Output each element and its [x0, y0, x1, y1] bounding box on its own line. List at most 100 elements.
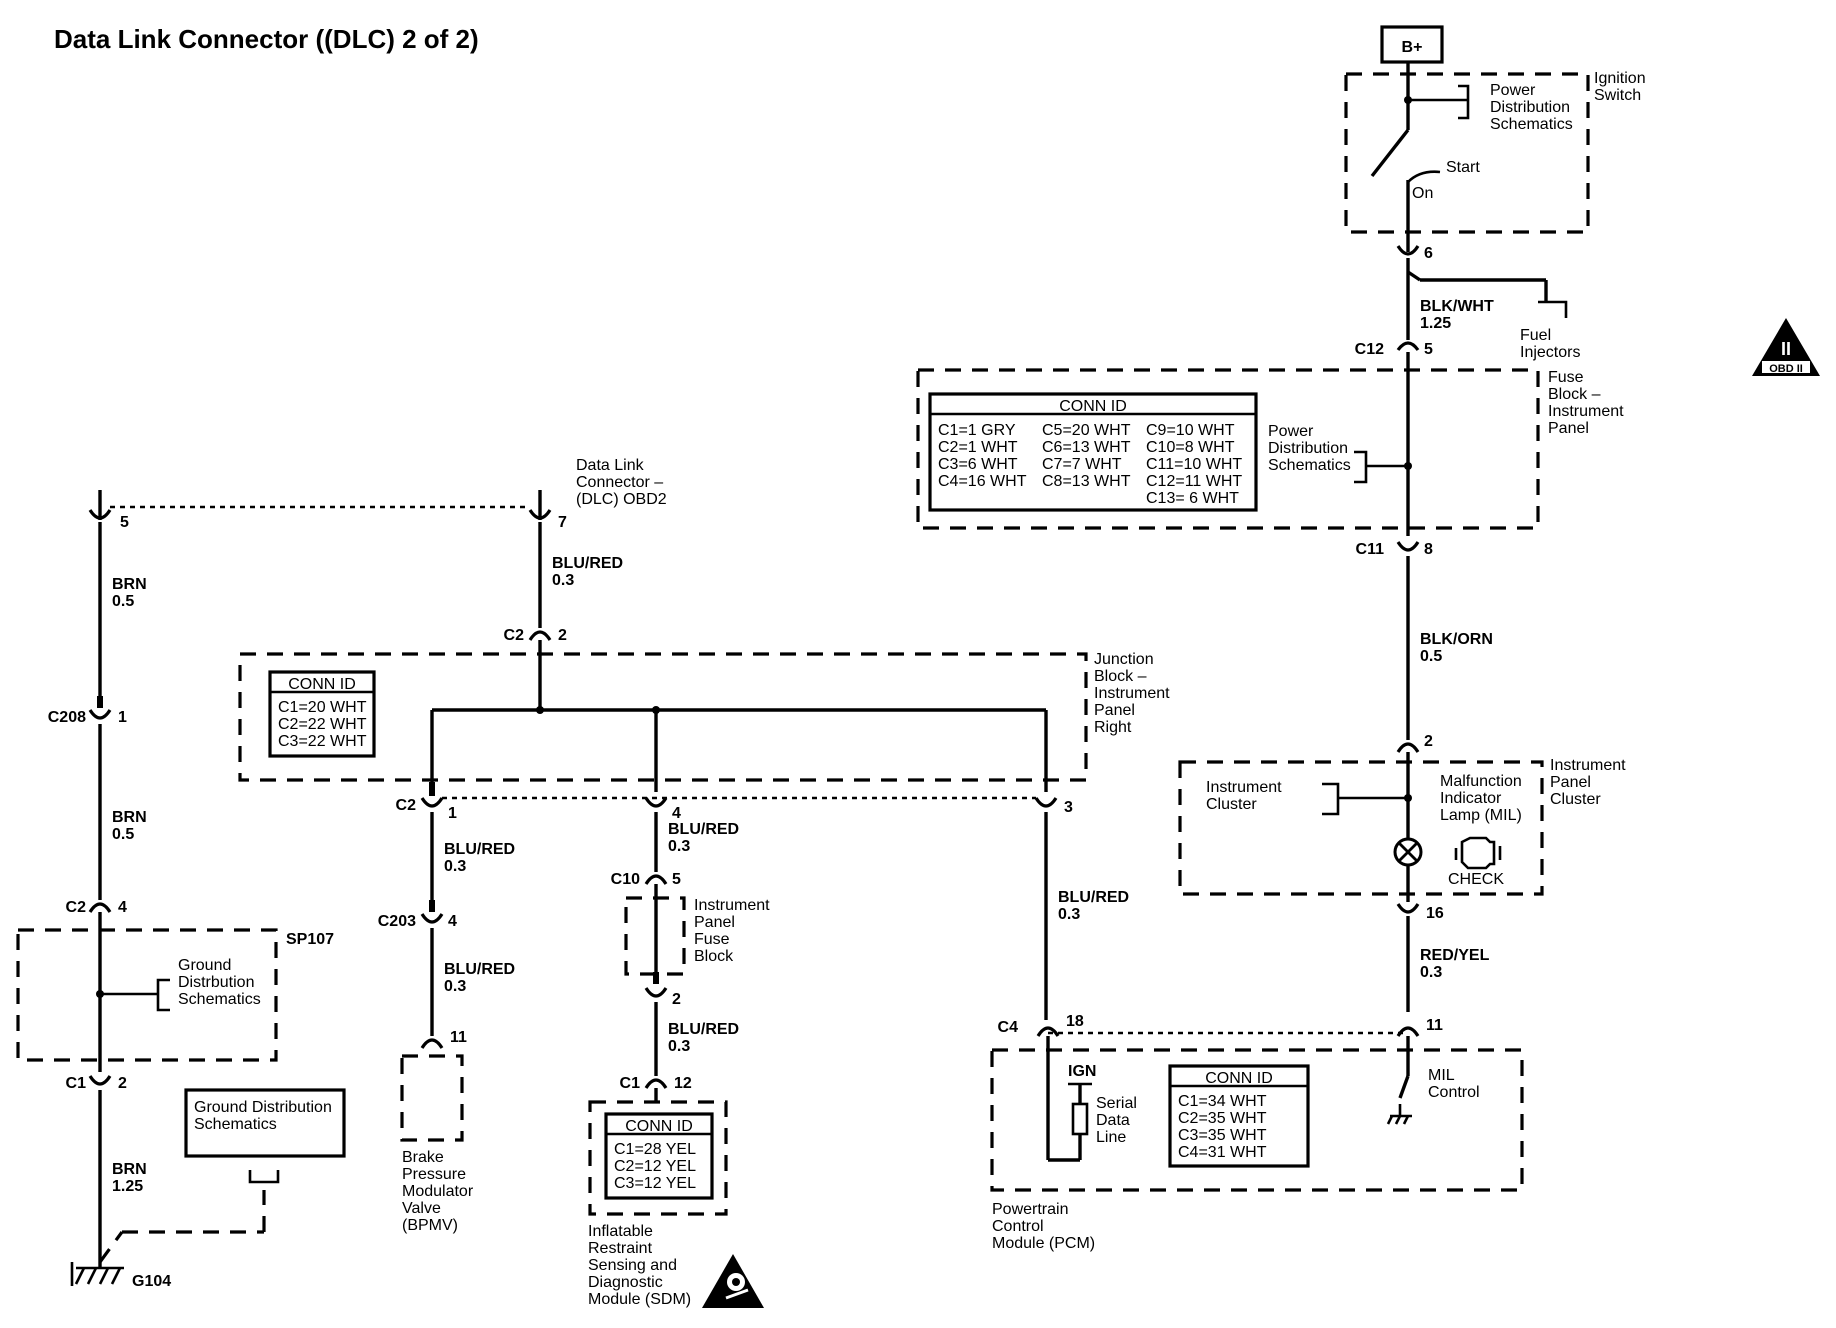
ignition-switch-box: [1344, 72, 1590, 234]
dlc-pin-7-terminal: [528, 509, 552, 520]
svg-text:Valve: Valve: [402, 1200, 441, 1217]
sdm-c1: C1: [620, 1075, 641, 1092]
ignition-pin-6: 6: [1424, 245, 1433, 262]
svg-text:Control: Control: [1428, 1084, 1480, 1101]
svg-text:BLU/RED: BLU/RED: [444, 841, 515, 858]
svg-text:Cluster: Cluster: [1206, 796, 1257, 813]
svg-text:C3=22 WHT: C3=22 WHT: [278, 733, 367, 750]
svg-text:Panel: Panel: [694, 914, 735, 931]
svg-text:C7=7 WHT: C7=7 WHT: [1042, 456, 1122, 473]
svg-text:Junction: Junction: [1094, 651, 1154, 668]
ignition-power-dist-ref: Power Distribution Schematics: [1490, 82, 1573, 133]
svg-text:Power: Power: [1268, 423, 1314, 440]
ignition-pin-6-terminal: [1396, 245, 1420, 256]
ignition-switch-name: Ignition Switch: [1594, 70, 1646, 104]
pcm-pin-11-terminal: [1396, 1026, 1420, 1037]
svg-text:BLK/WHT: BLK/WHT: [1420, 298, 1494, 315]
sp107-label: SP107: [286, 931, 334, 948]
fuse-block-box: [916, 368, 1540, 530]
pcm-pin-11: 11: [1426, 1017, 1443, 1034]
svg-text:Block –: Block –: [1548, 386, 1601, 403]
svg-text:C5=20 WHT: C5=20 WHT: [1042, 422, 1131, 439]
svg-text:0.5: 0.5: [112, 826, 134, 843]
c203-pin: 4: [448, 913, 457, 930]
sp107-box: [16, 928, 278, 1062]
wire-blu-red-c203-label: BLU/RED 0.3: [444, 961, 515, 995]
svg-text:Fuel: Fuel: [1520, 327, 1551, 344]
fuse-block-conn-id-col1: C1=1 GRY C2=1 WHT C3=6 WHT C4=16 WHT: [938, 422, 1027, 490]
c203-terminal: [420, 913, 444, 924]
jb-pin-3: 3: [1064, 799, 1073, 816]
dlc-pin-7: 7: [558, 514, 567, 531]
svg-text:C8=13 WHT: C8=13 WHT: [1042, 473, 1131, 490]
dlc-name: Data Link Connector – (DLC) OBD2: [576, 457, 667, 508]
c10-label: C10: [611, 871, 640, 888]
cluster-pin-2-terminal: [1396, 742, 1420, 753]
svg-text:Inflatable: Inflatable: [588, 1223, 653, 1240]
svg-text:BLU/RED: BLU/RED: [668, 1021, 739, 1038]
svg-text:Connector –: Connector –: [576, 474, 663, 491]
check-label: CHECK: [1448, 871, 1504, 888]
svg-text:Distribution: Distribution: [1490, 99, 1570, 116]
sp107-ground-ref: Ground Distrbution Schematics: [178, 957, 261, 1008]
wire-brn-top-label: BRN 0.5: [112, 576, 147, 610]
svg-text:Schematics: Schematics: [178, 991, 261, 1008]
pcm-conn-id-header: CONN ID: [1205, 1070, 1273, 1087]
junction-block-conn-id-table: [268, 670, 376, 758]
svg-text:C3=35 WHT: C3=35 WHT: [1178, 1127, 1267, 1144]
svg-text:Schematics: Schematics: [1490, 116, 1573, 133]
pcm-pin-18-terminal: [1036, 1026, 1060, 1037]
wire-blu-red-c2-1-label: BLU/RED 0.3: [444, 841, 515, 875]
wire-brn-bot-label: BRN 1.25: [112, 1161, 147, 1195]
fuse-block-c11-pin: 8: [1424, 541, 1433, 558]
b-plus-box: [1380, 25, 1444, 64]
cluster-pin-2: 2: [1424, 733, 1433, 750]
fuse-block-conn-id-header: CONN ID: [1059, 398, 1127, 415]
svg-text:Cluster: Cluster: [1550, 791, 1601, 808]
svg-text:0.5: 0.5: [1420, 648, 1442, 665]
svg-text:0.3: 0.3: [1058, 906, 1080, 923]
wire-blk-orn-label: BLK/ORN 0.5: [1420, 631, 1493, 665]
svg-text:Schematics: Schematics: [1268, 457, 1351, 474]
mil-label: Malfunction Indicator Lamp (MIL): [1440, 773, 1522, 824]
svg-text:(BPMV): (BPMV): [402, 1217, 458, 1234]
svg-text:BLK/ORN: BLK/ORN: [1420, 631, 1493, 648]
pcm-ign-label: IGN: [1068, 1063, 1096, 1080]
cluster-pin-16: 16: [1426, 905, 1444, 922]
svg-text:0.3: 0.3: [668, 1038, 690, 1055]
svg-text:BRN: BRN: [112, 809, 147, 826]
svg-text:Module (PCM): Module (PCM): [992, 1235, 1095, 1252]
sdm-c1-terminal: [644, 1078, 668, 1089]
sdm-conn-id-rows: C1=28 YEL C2=12 YEL C3=12 YEL: [614, 1141, 696, 1192]
serial-data-resistor-icon: [1071, 1102, 1089, 1136]
svg-text:Line: Line: [1096, 1129, 1126, 1146]
c10-pin-5: 5: [672, 871, 681, 888]
wire-blu-red-c2-4-label: BLU/RED 0.3: [668, 821, 739, 855]
jb-c2-pin-4-terminal: [644, 797, 668, 808]
c1-left-terminal: [88, 1075, 112, 1086]
svg-text:BRN: BRN: [112, 1161, 147, 1178]
svg-text:C1=28 YEL: C1=28 YEL: [614, 1141, 696, 1158]
svg-text:0.3: 0.3: [668, 838, 690, 855]
mil-control-label: MIL Control: [1428, 1067, 1480, 1101]
svg-text:Panel: Panel: [1094, 702, 1135, 719]
pcm-box: [990, 1048, 1524, 1192]
pcm-pin-18: 18: [1066, 1013, 1084, 1030]
svg-text:1.25: 1.25: [1420, 315, 1451, 332]
fuel-injectors-label: Fuel Injectors: [1520, 327, 1580, 361]
fuse-block-c12: C12: [1355, 341, 1384, 358]
svg-text:Distribution: Distribution: [1268, 440, 1348, 457]
c208-pin: 1: [118, 709, 127, 726]
svg-text:BLU/RED: BLU/RED: [552, 555, 623, 572]
fuse-block-c11: C11: [1356, 541, 1385, 558]
svg-text:RED/YEL: RED/YEL: [1420, 947, 1490, 964]
svg-text:0.5: 0.5: [112, 593, 134, 610]
jb-conn-id-rows: C1=20 WHT C2=22 WHT C3=22 WHT: [278, 699, 367, 750]
svg-text:Right: Right: [1094, 719, 1132, 736]
c1-left-pin: 2: [118, 1075, 127, 1092]
mil-lamp-icon: [1393, 837, 1423, 867]
jb-c2-in-pin: 2: [558, 627, 567, 644]
bpmv-pin-11-terminal: [420, 1038, 444, 1049]
